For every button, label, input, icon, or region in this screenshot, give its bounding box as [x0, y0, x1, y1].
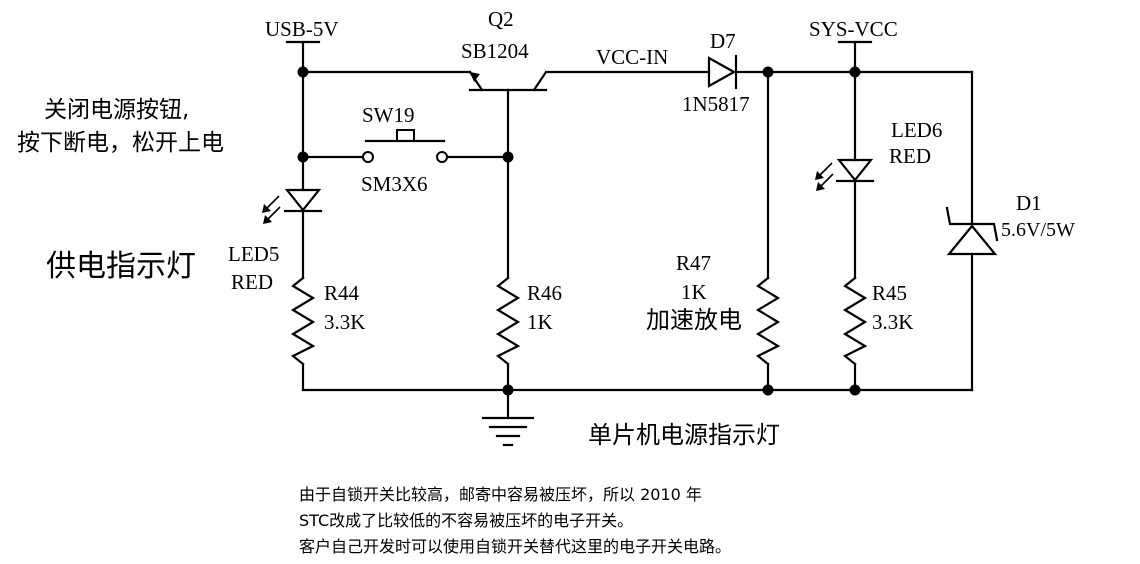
net-flag-sys-vcc: SYS-VCC	[809, 17, 898, 74]
r47-ref: R47	[676, 251, 711, 275]
r45-value: 3.3K	[872, 310, 913, 334]
power-indicator-label: 供电指示灯	[46, 249, 196, 284]
footnote: 由于自锁开关比较高，邮寄中容易被压坏，所以 2010 年 STC改成了比较低的不…	[299, 485, 731, 556]
fast-discharge-label: 加速放电	[646, 306, 742, 334]
sw19-ref: SW19	[362, 103, 415, 127]
q2-value: SB1204	[461, 39, 529, 63]
left-branch-wires	[301, 70, 510, 392]
transistor-q2: Q2 SB1204	[461, 7, 548, 159]
led5-value: RED	[231, 270, 273, 294]
net-label-vcc-in: VCC-IN	[596, 45, 668, 69]
led6-ref: LED6	[891, 118, 942, 142]
footnote-line1: 由于自锁开关比较高，邮寄中容易被压坏，所以 2010 年	[299, 485, 702, 504]
q2-ref: Q2	[488, 7, 514, 31]
push-switch-sw19: SW19 SM3X6	[361, 103, 448, 196]
net-label-sys-vcc: SYS-VCC	[809, 17, 898, 41]
resistor-r47: R47 1K	[676, 70, 781, 392]
footnote-line2: STC改成了比较低的不容易被压坏的电子开关。	[299, 511, 633, 530]
zener-diode-d1: D1 5.6V/5W	[945, 70, 1075, 392]
r47-value: 1K	[681, 280, 707, 304]
r46-value: 1K	[527, 310, 553, 334]
ground-icon	[481, 416, 535, 447]
d7-ref: D7	[710, 29, 736, 53]
switch-note-line2: 按下断电，松开上电	[17, 130, 224, 156]
junction-dots	[297, 66, 861, 396]
led6-light-arrows-icon	[815, 162, 834, 191]
r44-ref: R44	[324, 281, 360, 305]
led5-light-arrows-icon	[262, 195, 281, 224]
d1-ref: D1	[1016, 191, 1042, 215]
switch-note-line1: 关闭电源按钮,	[44, 97, 189, 123]
footnote-line3: 客户自己开发时可以使用自锁开关替代这里的电子开关电路。	[299, 537, 731, 556]
net-label-usb-5v: USB-5V	[265, 17, 339, 41]
r45-ref: R45	[872, 281, 907, 305]
mcu-power-indicator-label: 单片机电源指示灯	[588, 421, 780, 449]
led-led6: LED6 RED	[815, 70, 942, 280]
d7-value: 1N5817	[682, 92, 750, 116]
resistor-r44: R44 3.3K	[290, 276, 365, 366]
r46-ref: R46	[527, 281, 562, 305]
d1-value: 5.6V/5W	[1001, 219, 1075, 241]
sw19-value: SM3X6	[361, 172, 428, 196]
led5-ref: LED5	[228, 242, 279, 266]
resistor-r46: R46 1K	[495, 155, 562, 420]
r44-value: 3.3K	[324, 310, 365, 334]
led-led5: LED5 RED	[228, 188, 323, 294]
diode-d7: D7 1N5817	[682, 29, 750, 116]
net-flag-usb-5v: USB-5V	[265, 17, 339, 74]
resistor-r45: R45 3.3K	[842, 276, 913, 392]
led6-value: RED	[889, 144, 931, 168]
